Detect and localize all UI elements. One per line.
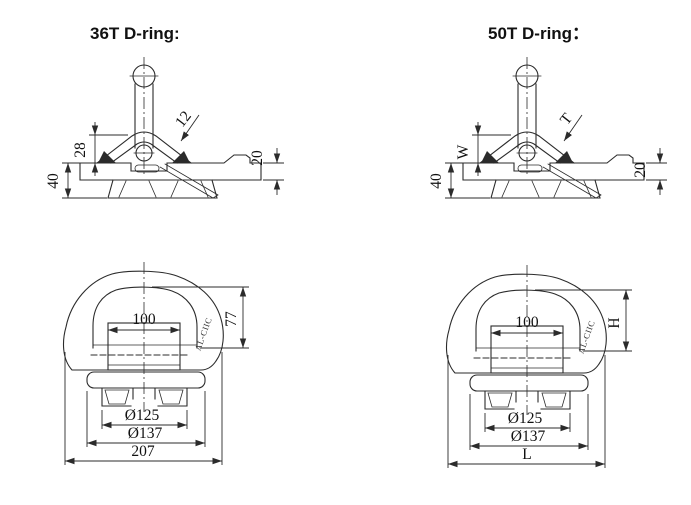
- dim-50t-outer-diameter: Ø137: [511, 428, 546, 445]
- dim-36t-inner-height: 77: [223, 311, 240, 327]
- dim-50t-inner-width: 100: [515, 314, 539, 331]
- dim-50t-overall-height: 40: [428, 173, 445, 189]
- dim-50t-inner-diameter: Ø125: [508, 410, 543, 427]
- title-50t: 50T D-ring：: [488, 24, 589, 43]
- dim-50t-inner-height: H: [606, 317, 623, 328]
- dim-36t-overall-height: 40: [45, 173, 62, 189]
- dim-50t-bracket-height: W: [455, 144, 472, 159]
- side-view-36t: [62, 57, 284, 198]
- dim-36t-outer-diameter: Ø137: [128, 425, 163, 442]
- dim-36t-inner-diameter: Ø125: [125, 407, 160, 424]
- engraving-50t: AL-CIIC: [576, 319, 597, 355]
- dim-36t-bar-diameter: 12: [172, 108, 195, 131]
- engraving-36t: AL-CIIC: [193, 316, 214, 352]
- title-36t: 36T D-ring:: [90, 24, 180, 43]
- dim-36t-inner-width: 100: [132, 311, 156, 328]
- dim-36t-bracket-height: 28: [72, 142, 89, 158]
- dim-50t-plate-thickness: 20: [632, 162, 649, 178]
- dim-36t-plate-thickness: 20: [249, 150, 266, 166]
- dim-36t-overall-width: 207: [131, 443, 155, 460]
- dim-50t-bar-diameter: T: [557, 110, 577, 128]
- dim-50t-overall-width: L: [522, 446, 531, 463]
